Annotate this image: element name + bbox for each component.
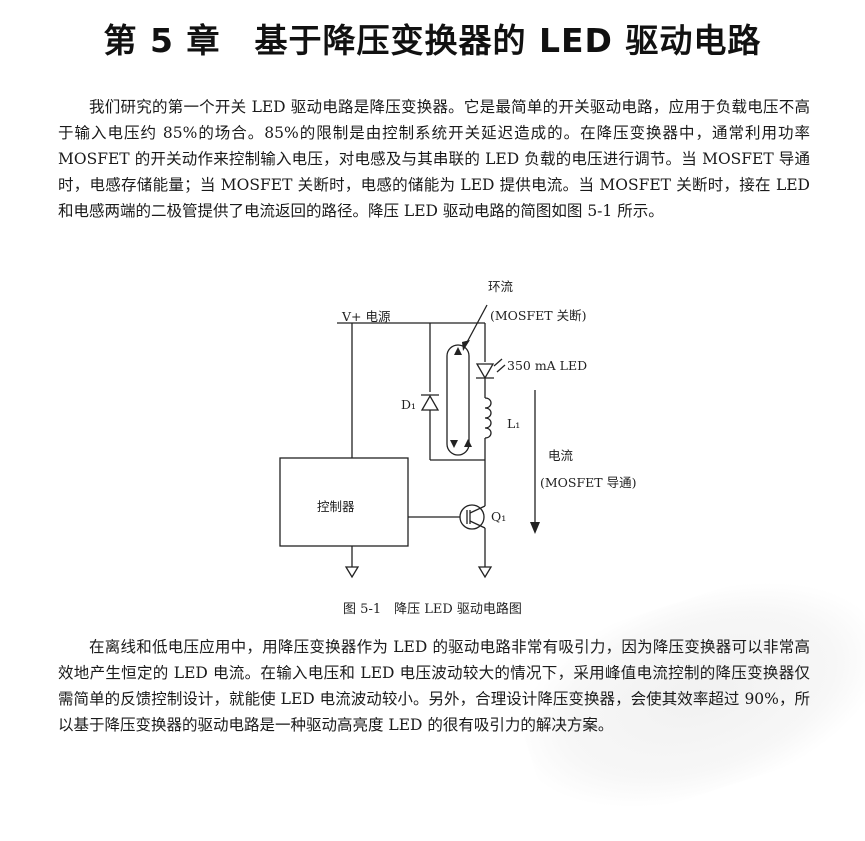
inductor-coil	[484, 397, 492, 439]
current-label: 电流	[548, 448, 574, 463]
controller-label: 控制器	[317, 499, 355, 514]
mosfet-label: Q₁	[491, 509, 507, 524]
current-condition-label: (MOSFET 导通)	[540, 475, 637, 490]
controller-ground-icon	[344, 566, 360, 579]
freewheel-pointer	[464, 304, 488, 347]
diode-label: D₁	[401, 397, 417, 412]
inductor-label: L₁	[507, 416, 521, 431]
freewheel-label: 环流	[488, 279, 514, 294]
application-paragraph: 在离线和低电压应用中，用降压变换器作为 LED 的驱动电路非常有吸引力，因为降压…	[58, 638, 810, 734]
intro-paragraph: 我们研究的第一个开关 LED 驱动电路是降压变换器。它是最简单的开关驱动电路，应…	[58, 98, 810, 220]
freewheel-loop	[446, 344, 470, 456]
mosfet-ground-icon	[477, 566, 493, 579]
controller-box	[279, 457, 409, 547]
chapter-title: 第 5 章 基于降压变换器的 LED 驱动电路	[103, 21, 762, 60]
freewheel-condition-label: (MOSFET 关断)	[490, 308, 587, 323]
figure-caption: 图 5-1 降压 LED 驱动电路图	[343, 602, 522, 617]
diode-symbol	[420, 394, 440, 411]
supply-label: V+ 电源	[342, 309, 391, 324]
led-label: 350 mA LED	[507, 358, 588, 373]
buck-circuit-diagram	[279, 304, 540, 579]
led-symbol	[475, 358, 506, 380]
